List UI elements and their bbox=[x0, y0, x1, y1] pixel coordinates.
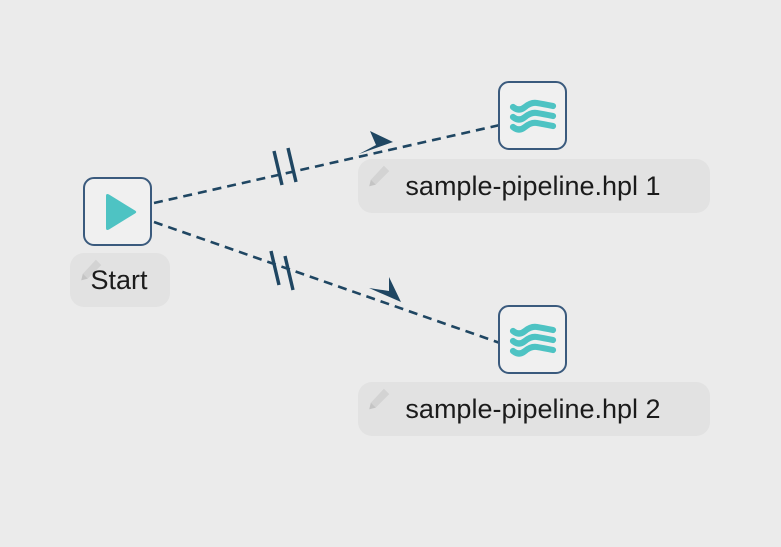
parallel-execution-marker bbox=[269, 250, 295, 291]
edit-pencil-icon bbox=[369, 165, 390, 187]
parallel-execution-marker bbox=[272, 147, 298, 186]
workflow-node-pipeline-1[interactable] bbox=[498, 81, 567, 150]
pipeline-waves-icon bbox=[509, 99, 556, 133]
dart-arrow-icon bbox=[369, 277, 401, 302]
play-triangle-icon bbox=[105, 193, 136, 230]
workflow-node-pipeline-1-label[interactable]: sample-pipeline.hpl 1 bbox=[358, 159, 710, 213]
workflow-node-pipeline-2-label[interactable]: sample-pipeline.hpl 2 bbox=[358, 382, 710, 436]
hop-start-to-pipeline-2[interactable] bbox=[153, 220, 501, 345]
edit-pencil-icon bbox=[369, 388, 390, 410]
node-label-text: sample-pipeline.hpl 1 bbox=[405, 170, 661, 201]
workflow-node-start-label[interactable]: Start bbox=[70, 253, 170, 307]
hop-line bbox=[153, 220, 501, 345]
workflow-node-start[interactable] bbox=[83, 177, 152, 246]
node-label-text: Start bbox=[90, 264, 148, 295]
dart-arrow-icon bbox=[359, 131, 393, 154]
workflow-node-pipeline-2[interactable] bbox=[498, 305, 567, 374]
pipeline-waves-icon bbox=[509, 323, 556, 357]
node-label-text: sample-pipeline.hpl 2 bbox=[405, 393, 661, 424]
